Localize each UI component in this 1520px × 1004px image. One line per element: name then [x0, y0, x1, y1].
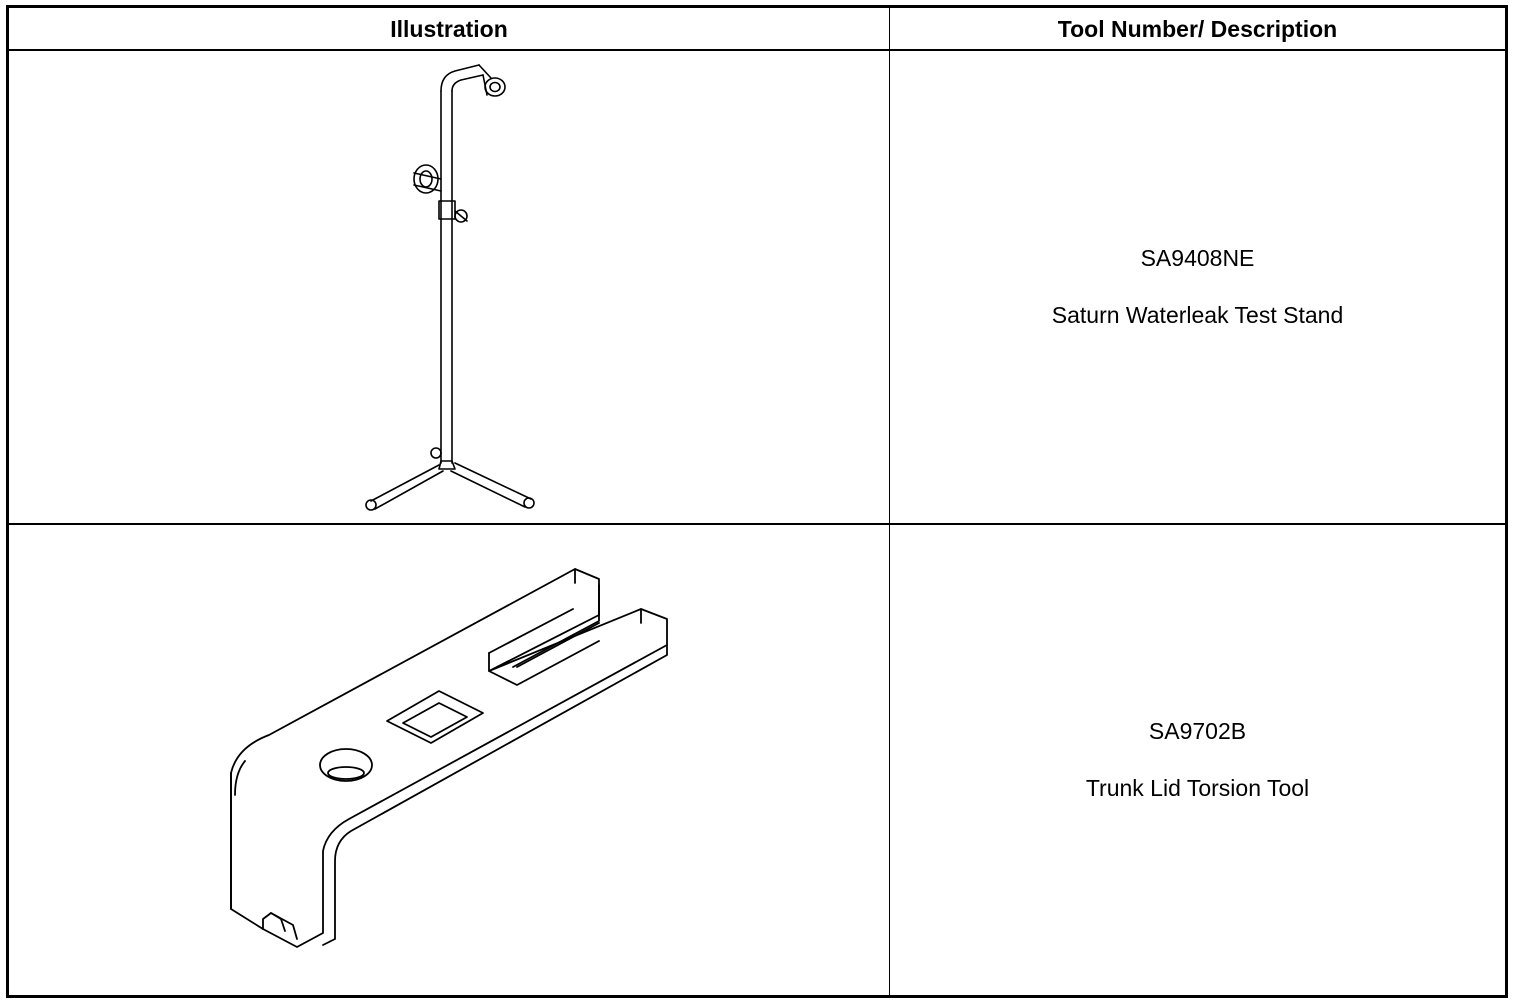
header-divider — [9, 49, 1505, 51]
column-divider — [889, 8, 890, 995]
header-illustration: Illustration — [390, 15, 508, 42]
waterleak-test-stand-drawing — [9, 51, 889, 523]
tool-table: Illustration Tool Number/ Description — [6, 5, 1508, 998]
row-divider — [9, 523, 1505, 525]
tool-number: SA9408NE — [1140, 245, 1255, 271]
tool-description: Saturn Waterleak Test Stand — [1051, 302, 1344, 328]
tool-description-cell-2: SA9702B Trunk Lid Torsion Tool — [890, 525, 1505, 995]
tool-description-cell-1: SA9408NE Saturn Waterleak Test Stand — [890, 51, 1505, 523]
header-tool-number-description: Tool Number/ Description — [1057, 15, 1338, 42]
tool-number: SA9702B — [1148, 718, 1247, 744]
tool-description: Trunk Lid Torsion Tool — [1085, 775, 1310, 801]
trunk-lid-torsion-tool-drawing — [9, 525, 889, 995]
